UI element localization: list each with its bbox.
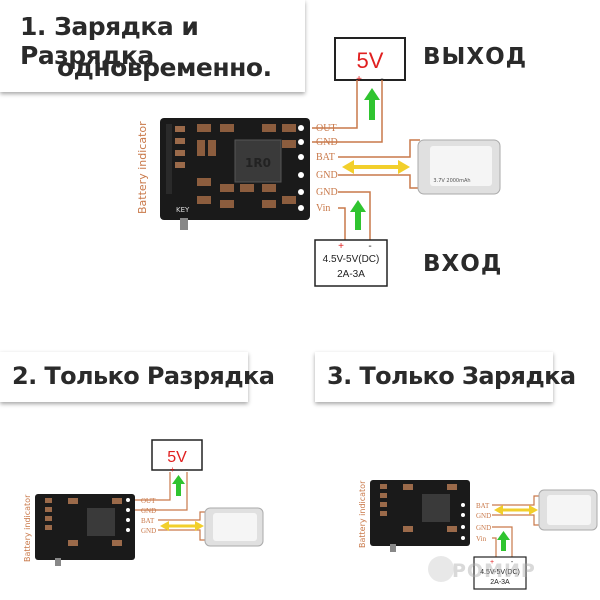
svg-text:GND: GND	[316, 187, 338, 198]
svg-text:4.5V-5V(DC): 4.5V-5V(DC)	[480, 569, 520, 576]
svg-text:GND: GND	[316, 170, 338, 181]
svg-text:+: +	[356, 74, 362, 85]
watermark-logo-icon	[428, 556, 454, 582]
battery: 3.7V 2000mAh	[417, 139, 501, 195]
svg-text:+: +	[338, 241, 344, 252]
input-arrow	[350, 200, 366, 230]
input-label: ВХОД	[423, 251, 503, 277]
charge-diagram: Battery indicator BAT GND GND Vin + - 4.…	[358, 480, 598, 590]
svg-text:GND: GND	[141, 527, 156, 535]
svg-text:2A-3A: 2A-3A	[490, 579, 510, 586]
svg-text:5V: 5V	[167, 449, 187, 466]
section-2-title-text: 2. Только Разрядка	[12, 362, 275, 390]
svg-text:Vin: Vin	[476, 535, 487, 543]
battery-arrow	[342, 160, 410, 174]
svg-text:-: -	[511, 559, 514, 566]
inductor-code: 1R0	[245, 156, 271, 170]
battery-indicator-label: Battery indicator	[136, 121, 149, 214]
svg-text:Vin: Vin	[316, 203, 330, 214]
charger-board: 1R0	[160, 118, 310, 230]
svg-text:BAT: BAT	[476, 502, 490, 510]
svg-text:Battery indicator: Battery indicator	[358, 480, 367, 548]
watermark: РОМИР	[452, 560, 536, 582]
svg-text:4.5V-5V(DC): 4.5V-5V(DC)	[323, 254, 380, 265]
svg-text:-: -	[185, 465, 188, 474]
section-3-title-text: 3. Только Зарядка	[327, 362, 576, 390]
output-arrow	[364, 88, 380, 120]
section-1-title-line1: 1. Зарядка и Разрядка	[20, 12, 199, 70]
svg-text:Battery indicator: Battery indicator	[23, 494, 32, 562]
svg-text:+: +	[490, 559, 494, 566]
section-2-title: 2. Только Разрядка	[0, 352, 275, 402]
svg-text:GND: GND	[476, 524, 491, 532]
svg-text:+: +	[170, 465, 175, 474]
svg-text:BAT: BAT	[141, 517, 155, 525]
svg-text:3.7V 2000mAh: 3.7V 2000mAh	[433, 178, 470, 184]
svg-text:GND: GND	[316, 137, 338, 148]
svg-text:2A-3A: 2A-3A	[337, 269, 365, 280]
svg-text:BAT: BAT	[316, 152, 335, 163]
svg-text:OUT: OUT	[316, 123, 337, 134]
output-label: ВЫХОД	[423, 44, 528, 70]
svg-text:KEY: KEY	[176, 206, 190, 214]
section-1-title-line2: одновременно.	[57, 53, 272, 82]
svg-text:-: -	[368, 241, 371, 252]
pin-labels: OUT GND BAT GND GND Vin	[316, 123, 338, 214]
svg-text:GND: GND	[141, 507, 156, 515]
svg-text:OUT: OUT	[141, 497, 156, 505]
section-1-title: 1. Зарядка и Разрядка одновременно.	[0, 0, 305, 92]
input-power-box: + - 4.5V-5V(DC) 2A-3A	[314, 239, 388, 287]
discharge-diagram: 5V + - Battery indicator OUT GND BAT GND	[23, 439, 264, 566]
output-5v-box: 5V + -	[334, 37, 406, 85]
svg-text:-: -	[380, 74, 383, 85]
output-voltage-text: 5V	[357, 48, 384, 73]
svg-text:GND: GND	[476, 512, 491, 520]
section-3-title: 3. Только Зарядка	[315, 352, 576, 402]
